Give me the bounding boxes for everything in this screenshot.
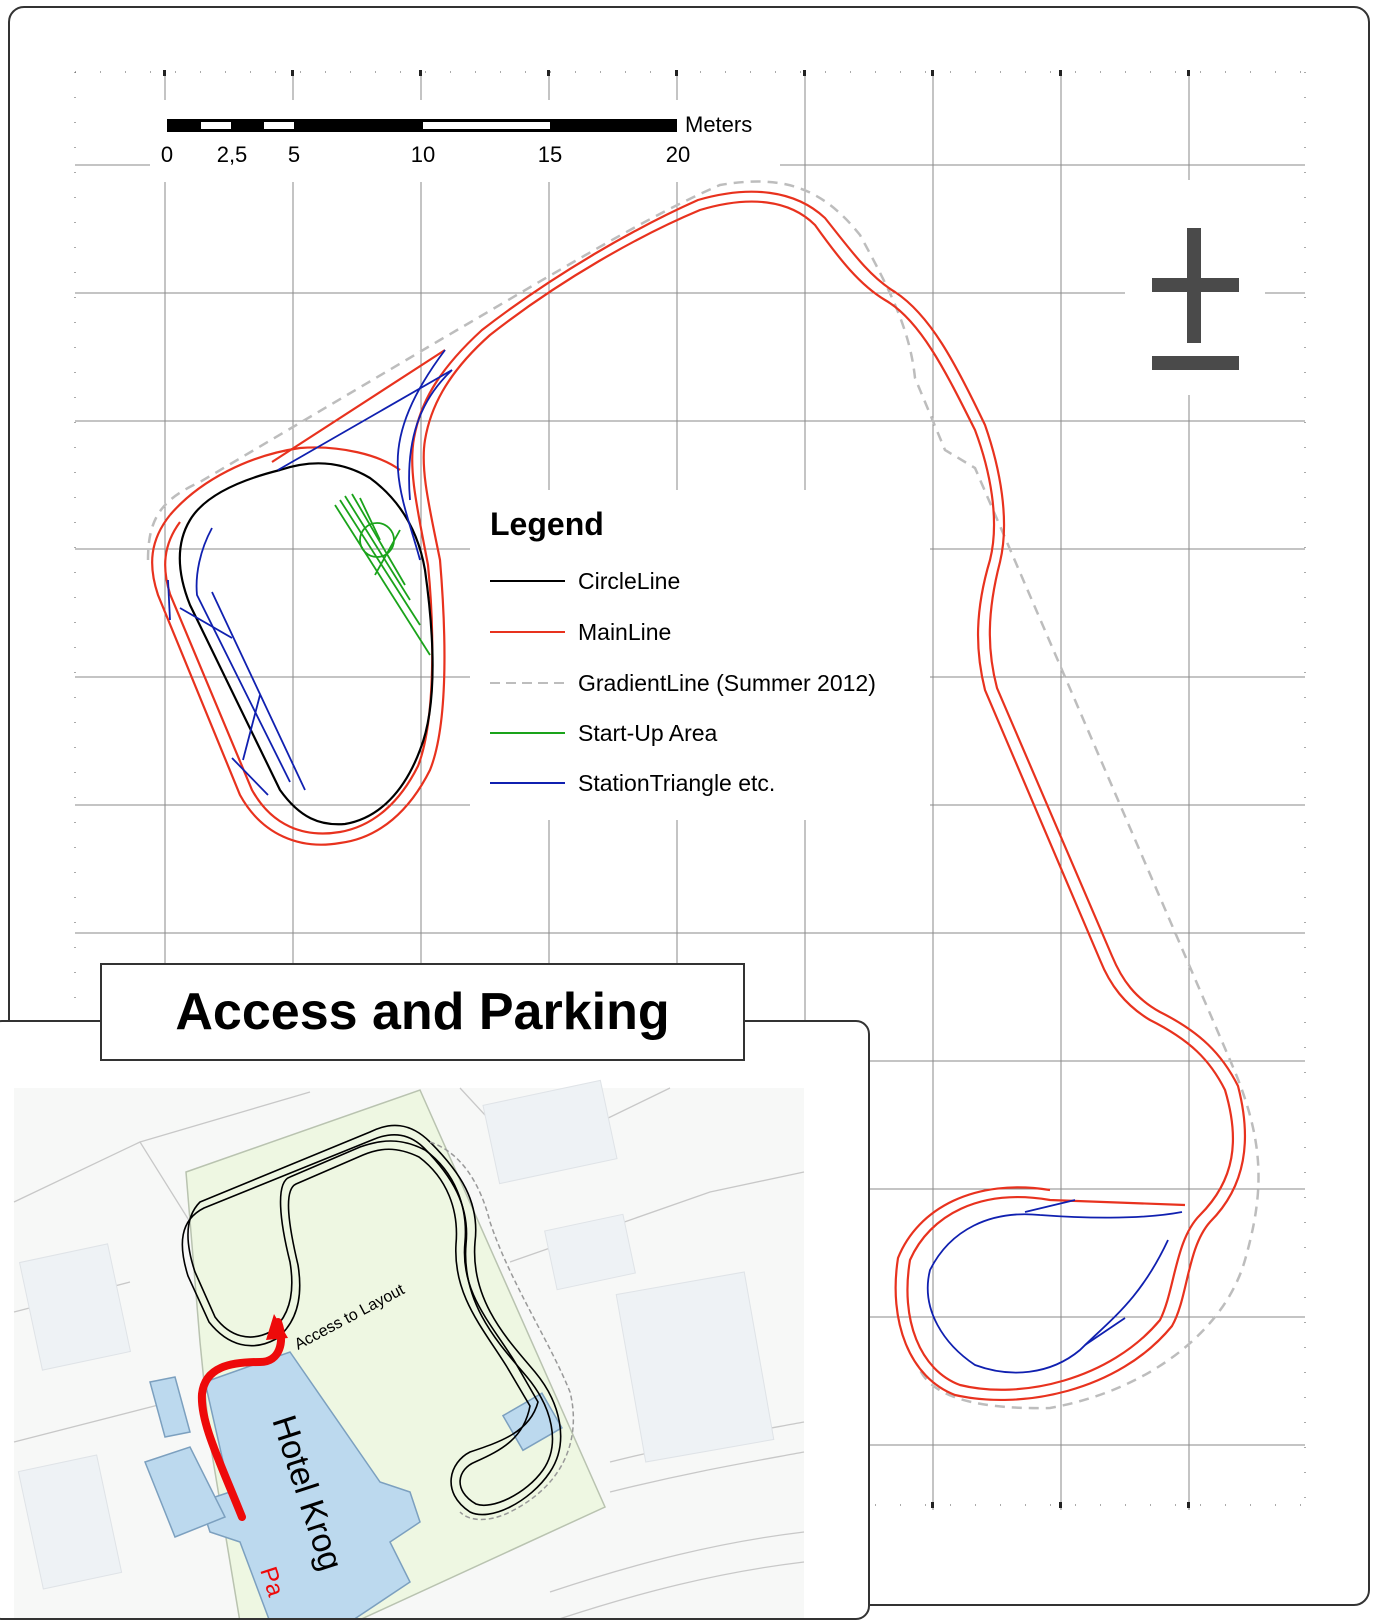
legend: Legend CircleLine MainLine GradientLine … <box>490 506 876 796</box>
start-up-area <box>334 493 431 656</box>
legend-label-station-triangle: StationTriangle etc. <box>578 770 775 796</box>
legend-background <box>470 490 930 820</box>
legend-item-main-line: MainLine <box>490 619 671 645</box>
legend-label-gradient-line: GradientLine (Summer 2012) <box>578 670 876 696</box>
legend-item-start-up-area: Start-Up Area <box>490 720 718 746</box>
scale-bar-unit: Meters <box>685 112 752 137</box>
access-route <box>197 1318 285 1521</box>
legend-label-main-line: MainLine <box>578 619 671 645</box>
legend-label-start-up-area: Start-Up Area <box>578 720 718 746</box>
station-triangle <box>167 349 1183 1374</box>
legend-item-circle-line: CircleLine <box>490 568 680 594</box>
scale-bar-background <box>150 100 780 182</box>
inset-title: Access and Parking <box>100 963 745 1061</box>
circle-line <box>178 462 434 826</box>
map-neatline <box>74 71 1306 1506</box>
scale-tick-0: 0 <box>161 142 173 167</box>
neighbour-buildings <box>17 1079 775 1590</box>
inset-layout-track <box>181 1124 562 1516</box>
grid-tick-marks <box>163 70 1190 1508</box>
inset-map: Access to Layout Hotel Krog Pa <box>13 1079 805 1618</box>
access-arrow-icon <box>266 1314 288 1340</box>
scale-bar: Meters 0 2,5 5 10 15 20 <box>161 112 752 167</box>
legend-title: Legend <box>490 506 604 542</box>
inset-gradient-line <box>429 1141 575 1521</box>
gradient-line <box>146 180 1260 1410</box>
scale-tick-20: 20 <box>666 142 690 167</box>
access-parking-inset: Access to Layout Hotel Krog Pa <box>0 1020 870 1620</box>
legend-label-circle-line: CircleLine <box>578 568 680 594</box>
north-arrow-icon <box>1152 228 1239 370</box>
legend-item-station-triangle: StationTriangle etc. <box>490 770 775 796</box>
scale-tick-5: 5 <box>288 142 300 167</box>
scale-tick-10: 10 <box>411 142 435 167</box>
scale-tick-15: 15 <box>538 142 562 167</box>
legend-item-gradient-line: GradientLine (Summer 2012) <box>490 670 876 696</box>
scale-tick-2-5: 2,5 <box>217 142 248 167</box>
